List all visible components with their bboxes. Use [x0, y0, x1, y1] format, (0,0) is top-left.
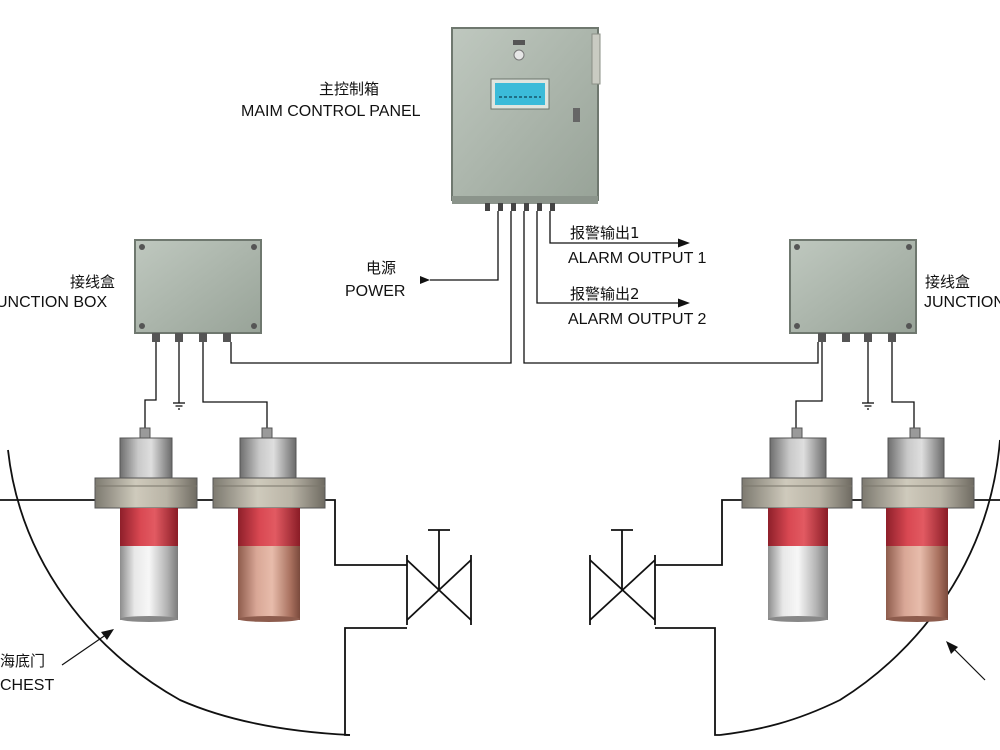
alarm-output-1-label-en: ALARM OUTPUT 1	[568, 250, 707, 267]
valve-right	[589, 529, 656, 625]
power-label-en: POWER	[345, 283, 406, 300]
junction-box-right-label-en: JUNCTION	[924, 294, 1000, 311]
valve-left	[406, 529, 472, 625]
arrows	[420, 238, 690, 308]
junction-box-left	[134, 239, 262, 342]
sensor-right-1	[741, 427, 853, 622]
sea-chest-label-zh: 海底门	[0, 652, 46, 670]
main-control-panel	[451, 27, 601, 211]
main-panel-label-en: MAIM CONTROL PANEL	[241, 103, 421, 120]
power-arrow	[420, 276, 430, 284]
junction-box-right	[789, 239, 917, 342]
junction-box-left-label-en: JUNCTION BOX	[0, 294, 108, 311]
alarm-output-2-arrow	[678, 298, 690, 308]
ground-symbol-right	[862, 402, 874, 410]
display-screen	[495, 83, 545, 105]
sensor-left-1	[94, 427, 198, 622]
power-label-zh: 电源	[366, 259, 397, 277]
ground-symbol-left	[173, 402, 185, 410]
junction-box-right-label-zh: 接线盒	[925, 273, 971, 291]
main-panel-label-zh: 主控制箱	[319, 80, 380, 98]
junction-box-left-label-zh: 接线盒	[70, 273, 116, 291]
alarm-output-2-label-en: ALARM OUTPUT 2	[568, 311, 707, 328]
sensor-right-2	[861, 427, 975, 622]
sea-chest-right	[655, 439, 1000, 736]
sea-chest-pointer-left	[61, 629, 114, 666]
sea-chest-label-en: CHEST	[0, 677, 55, 694]
sea-chest-pointer-right	[946, 641, 986, 681]
alarm-output-1-arrow	[678, 238, 690, 248]
wiring	[144, 211, 915, 428]
sea-chest-left	[0, 449, 407, 736]
sensor-left-2	[212, 427, 326, 622]
alarm-output-2-label-zh: 报警输出2	[570, 285, 640, 303]
panel-lock	[573, 108, 580, 122]
alarm-output-1-label-zh: 报警输出1	[570, 224, 640, 242]
